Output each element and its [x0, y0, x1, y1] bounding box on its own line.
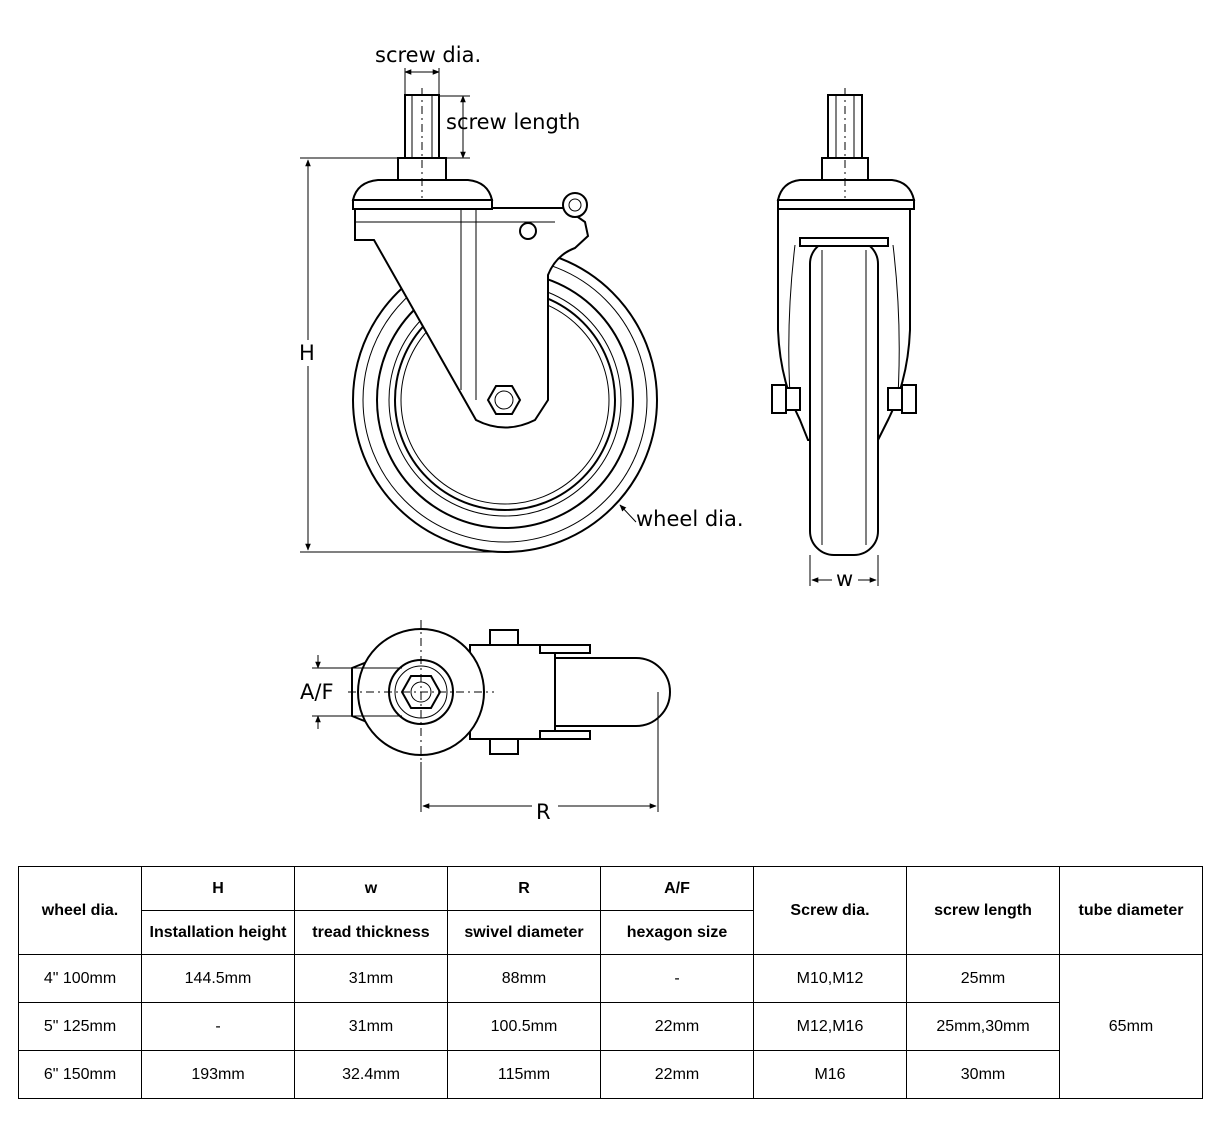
- caster-technical-drawing: screw dia. screw length H wheel dia.: [296, 43, 917, 824]
- dimension-width: w: [809, 555, 879, 591]
- cell-wheel-dia: 5" 125mm: [18, 1002, 142, 1051]
- dimension-wheel-dia: wheel dia.: [619, 504, 744, 531]
- table-row: 4" 100mm 144.5mm 31mm 88mm - M10,M12 25m…: [18, 954, 1203, 1099]
- cell-wheel-dia: 6" 150mm: [18, 1050, 142, 1099]
- cell-screw-length: 25mm,30mm: [906, 1002, 1060, 1051]
- subheader-tread-thickness: tread thickness: [294, 910, 448, 955]
- cell-screw-dia: M10,M12: [753, 954, 907, 1003]
- cell-wheel-dia: 4" 100mm: [18, 954, 142, 1003]
- screw-dia-label: screw dia.: [375, 43, 481, 67]
- subheader-installation-height: Installation height: [141, 910, 295, 955]
- cell-w: 32.4mm: [294, 1050, 448, 1099]
- spec-table: wheel dia. H w R A/F Screw dia. screw le…: [18, 866, 1203, 1099]
- dimension-screw-length: screw length: [439, 95, 580, 159]
- dimension-screw-dia: screw dia.: [375, 43, 481, 95]
- screw-length-label: screw length: [446, 110, 580, 134]
- top-view: [348, 620, 671, 762]
- dimension-swivel: R: [420, 692, 659, 824]
- cell-r: 115mm: [447, 1050, 601, 1099]
- cell-screw-length: 30mm: [906, 1050, 1060, 1099]
- cell-screw-dia: M12,M16: [753, 1002, 907, 1051]
- cell-w: 31mm: [294, 1002, 448, 1051]
- cell-w: 31mm: [294, 954, 448, 1003]
- front-view: [771, 88, 917, 556]
- cell-af: 22mm: [600, 1002, 754, 1051]
- height-label: H: [299, 341, 315, 365]
- af-label: A/F: [300, 680, 334, 704]
- cell-h: 193mm: [141, 1050, 295, 1099]
- subheader-swivel-diameter: swivel diameter: [447, 910, 601, 955]
- subheader-hexagon-size: hexagon size: [600, 910, 754, 955]
- header-tube-diameter: tube diameter: [1059, 866, 1203, 955]
- cell-r: 100.5mm: [447, 1002, 601, 1051]
- cell-h: 144.5mm: [141, 954, 295, 1003]
- cell-af: 22mm: [600, 1050, 754, 1099]
- cell-af: -: [600, 954, 754, 1003]
- cell-r: 88mm: [447, 954, 601, 1003]
- header-screw-dia: Screw dia.: [753, 866, 907, 955]
- wheel-dia-label: wheel dia.: [636, 507, 744, 531]
- dimension-af: A/F: [300, 655, 402, 729]
- table-row: 5" 125mm - 31mm 100.5mm 22mm M12,M16 25m…: [18, 1002, 1203, 1051]
- header-wheel-dia: wheel dia.: [18, 866, 142, 955]
- table-row: 6" 150mm 193mm 32.4mm 115mm 22mm M16 30m…: [18, 1050, 1203, 1099]
- dimension-height: H: [296, 157, 505, 553]
- header-screw-length: screw length: [906, 866, 1060, 955]
- header-r: R: [447, 866, 601, 911]
- swivel-label: R: [536, 800, 551, 824]
- width-label: w: [836, 567, 853, 591]
- cell-tube-diameter: 65mm: [1059, 954, 1203, 1099]
- header-h: H: [141, 866, 295, 911]
- cell-screw-dia: M16: [753, 1050, 907, 1099]
- header-w: w: [294, 866, 448, 911]
- cell-screw-length: 25mm: [906, 954, 1060, 1003]
- cell-h: -: [141, 1002, 295, 1051]
- side-view: [351, 88, 658, 553]
- header-af: A/F: [600, 866, 754, 911]
